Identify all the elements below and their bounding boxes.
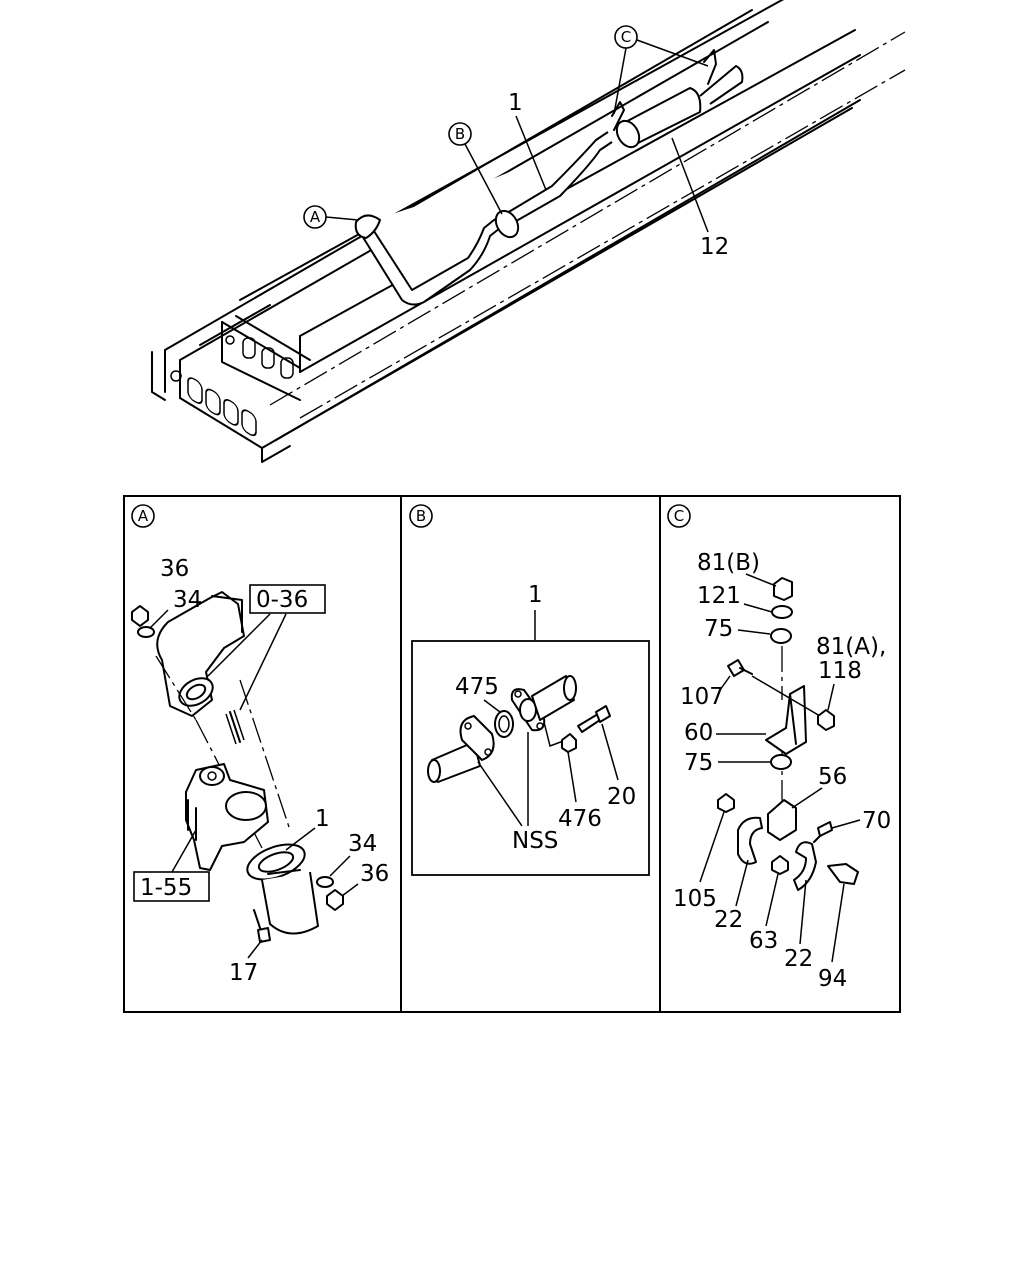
- label-70: 70: [862, 808, 891, 834]
- panel-a: A 36 34 1: [131, 504, 389, 986]
- label-1-a: 1: [315, 806, 330, 832]
- label-34-top: 34: [173, 587, 202, 613]
- label-94: 94: [818, 966, 847, 992]
- detail-frame: [123, 495, 901, 1013]
- nut-63: [771, 855, 789, 875]
- callout-b-overview: B: [448, 122, 503, 215]
- label-60: 60: [684, 720, 713, 746]
- panel-b-id: B: [416, 507, 426, 525]
- inset-box: [411, 640, 650, 876]
- label-75-top: 75: [704, 616, 733, 642]
- label-75-bottom: 75: [684, 750, 713, 776]
- label-476: 476: [558, 806, 602, 832]
- bolt-20: [577, 713, 601, 733]
- label-22-right: 22: [784, 946, 813, 972]
- washer-34-top: [137, 626, 155, 638]
- panel-c: C 81(B) 121 75: [667, 504, 891, 992]
- bolt-70: [817, 821, 833, 837]
- label-56: 56: [818, 764, 847, 790]
- label-107: 107: [680, 684, 724, 710]
- washer-34-bottom: [316, 876, 334, 888]
- panel-c-id: C: [674, 507, 684, 525]
- label-20: 20: [607, 784, 636, 810]
- clamp-22-left: [737, 816, 763, 865]
- clamp-22-right: [793, 841, 817, 891]
- ref-box-0-36: [249, 584, 326, 614]
- svg-text:C: C: [621, 28, 631, 46]
- label-36-top: 36: [160, 556, 189, 582]
- callout-c-overview: C: [613, 25, 709, 115]
- label-34-bottom: 34: [348, 831, 377, 857]
- label-63: 63: [749, 928, 778, 954]
- svg-text:B: B: [455, 125, 465, 143]
- label-36-bottom: 36: [360, 861, 389, 887]
- washer-121: [771, 605, 793, 619]
- ref-box-1-55: [133, 871, 210, 902]
- nut-36-bottom: [326, 889, 344, 911]
- callout-a-overview: A: [303, 205, 359, 229]
- svg-text:1-55: 1-55: [140, 875, 192, 901]
- label-17: 17: [229, 960, 258, 986]
- label-105: 105: [673, 886, 717, 912]
- joint-b-overview: [494, 209, 520, 239]
- nut-476: [561, 733, 577, 753]
- gasket-475: [494, 710, 514, 738]
- panel-b: B 1 475 476 20 NSS: [409, 504, 650, 876]
- exhaust-pipe-overview: [354, 49, 744, 306]
- svg-text:A: A: [310, 208, 321, 226]
- rubber-75-top: [770, 628, 792, 644]
- label-1-b: 1: [528, 582, 543, 608]
- flange-a-overview: [354, 214, 381, 239]
- panel-a-id: A: [138, 507, 149, 525]
- label-muffler: 12: [700, 234, 729, 260]
- flange-left-b: [459, 715, 495, 761]
- label-81a: 81(A),: [816, 634, 886, 660]
- label-81b: 81(B): [697, 550, 760, 576]
- nut-105: [717, 793, 735, 813]
- svg-text:0-36: 0-36: [256, 587, 308, 613]
- chassis-frame: [151, 0, 906, 463]
- bolt-94: [827, 863, 859, 885]
- label-22-left: 22: [714, 907, 743, 933]
- label-121: 121: [697, 583, 741, 609]
- manifold-body: [185, 763, 269, 871]
- nut-81b: [773, 577, 793, 601]
- label-118: 118: [818, 658, 862, 684]
- bracket-56: [767, 799, 797, 841]
- nut-36-top: [131, 605, 149, 627]
- label-pipe: 1: [508, 90, 523, 116]
- nut-81a: [817, 709, 835, 731]
- label-nss: NSS: [512, 828, 558, 854]
- rubber-75-bottom: [770, 754, 792, 770]
- label-475: 475: [455, 674, 499, 700]
